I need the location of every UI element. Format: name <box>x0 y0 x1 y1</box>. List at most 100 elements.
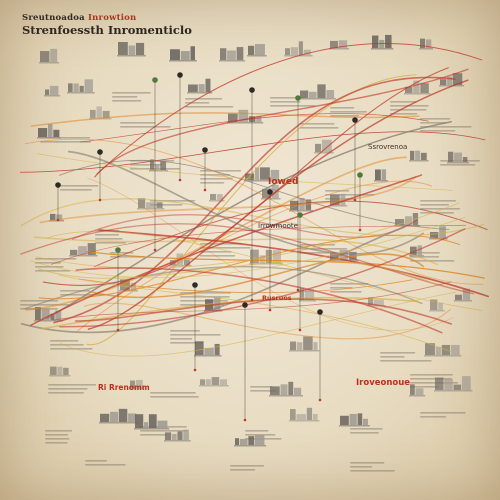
building-base <box>409 395 426 397</box>
building-block <box>290 47 298 55</box>
annotation-line <box>112 92 151 94</box>
building-block <box>405 86 413 93</box>
annotation-line <box>45 434 69 436</box>
building-icon <box>404 80 431 95</box>
building-block <box>413 80 420 93</box>
building-block <box>228 113 238 122</box>
building-block <box>448 151 454 162</box>
building-base <box>261 198 281 200</box>
building-block <box>204 347 214 355</box>
building-block <box>357 413 363 425</box>
building-block <box>135 379 143 388</box>
building-icon <box>137 198 165 210</box>
annotation-line <box>45 442 68 444</box>
building-block <box>425 39 432 48</box>
map-pin <box>352 117 358 202</box>
building-base <box>37 137 62 139</box>
annotation-line <box>95 242 127 244</box>
building-icon <box>234 435 267 447</box>
annotation-line <box>120 122 156 124</box>
pin-head <box>249 87 255 93</box>
building-icon <box>299 84 336 100</box>
building-block <box>255 167 260 180</box>
route-line <box>20 198 485 237</box>
building-block <box>68 83 73 92</box>
annotation-line <box>85 460 108 462</box>
building-base <box>34 320 64 322</box>
annotation-line <box>170 342 203 344</box>
callout-label: Iowed <box>268 177 299 187</box>
pin-foot <box>193 368 197 372</box>
annotation-line <box>140 430 188 432</box>
building-block <box>45 89 50 95</box>
building-base <box>289 210 313 212</box>
building-base <box>117 55 146 57</box>
building-block <box>50 313 55 320</box>
annotation-line <box>200 178 233 180</box>
route-line <box>93 200 488 268</box>
building-base <box>371 48 394 50</box>
map-pin <box>267 189 273 312</box>
pin-head <box>97 149 103 155</box>
route-line <box>30 112 420 127</box>
route-line <box>24 266 423 310</box>
building-base <box>419 48 434 50</box>
building-block <box>102 110 110 118</box>
map-pin <box>357 172 363 232</box>
annotation-line <box>330 291 362 293</box>
building-block <box>57 366 63 375</box>
building-block <box>150 159 155 170</box>
annotation-line <box>50 340 79 342</box>
building-block <box>49 85 59 95</box>
building-icon <box>299 288 316 302</box>
building-icon <box>289 407 320 422</box>
building-icon <box>49 213 65 222</box>
building-base <box>199 385 229 387</box>
building-block <box>118 42 128 55</box>
route-line <box>67 150 425 255</box>
annotation-line <box>380 352 416 354</box>
building-block <box>41 308 50 320</box>
pin-head <box>242 302 248 308</box>
building-block <box>362 418 368 425</box>
building-block <box>338 40 348 48</box>
annotation-line <box>170 338 193 340</box>
building-block <box>317 84 326 98</box>
building-block <box>272 250 282 263</box>
map-pin <box>249 87 255 302</box>
route-line <box>35 202 460 269</box>
building-block <box>156 202 163 208</box>
route-line <box>19 131 486 173</box>
pin-foot <box>203 188 207 192</box>
annotation-line <box>420 204 450 206</box>
building-base <box>447 162 470 164</box>
building-block <box>438 302 443 310</box>
building-block <box>303 49 311 55</box>
building-block <box>160 161 167 170</box>
building-block <box>255 44 265 55</box>
building-block <box>450 344 460 355</box>
building-block <box>296 414 306 420</box>
building-block <box>128 413 137 422</box>
annotation-line <box>390 109 427 111</box>
building-block <box>259 167 270 180</box>
building-block <box>300 288 305 300</box>
building-block <box>154 164 160 170</box>
building-block <box>415 388 424 395</box>
building-base <box>429 310 445 312</box>
building-icon <box>49 366 71 377</box>
building-icon <box>199 377 229 387</box>
building-icon <box>169 46 197 62</box>
building-block <box>440 79 447 85</box>
building-block <box>410 246 417 255</box>
pin-head <box>202 147 208 153</box>
building-block <box>315 143 322 152</box>
building-icon <box>424 343 462 357</box>
pin-foot <box>358 228 362 232</box>
building-icon <box>454 288 472 302</box>
map-pin <box>317 309 323 402</box>
annotation-line <box>390 113 418 115</box>
building-block <box>190 46 195 60</box>
route-line <box>46 121 452 320</box>
building-block <box>205 379 211 385</box>
